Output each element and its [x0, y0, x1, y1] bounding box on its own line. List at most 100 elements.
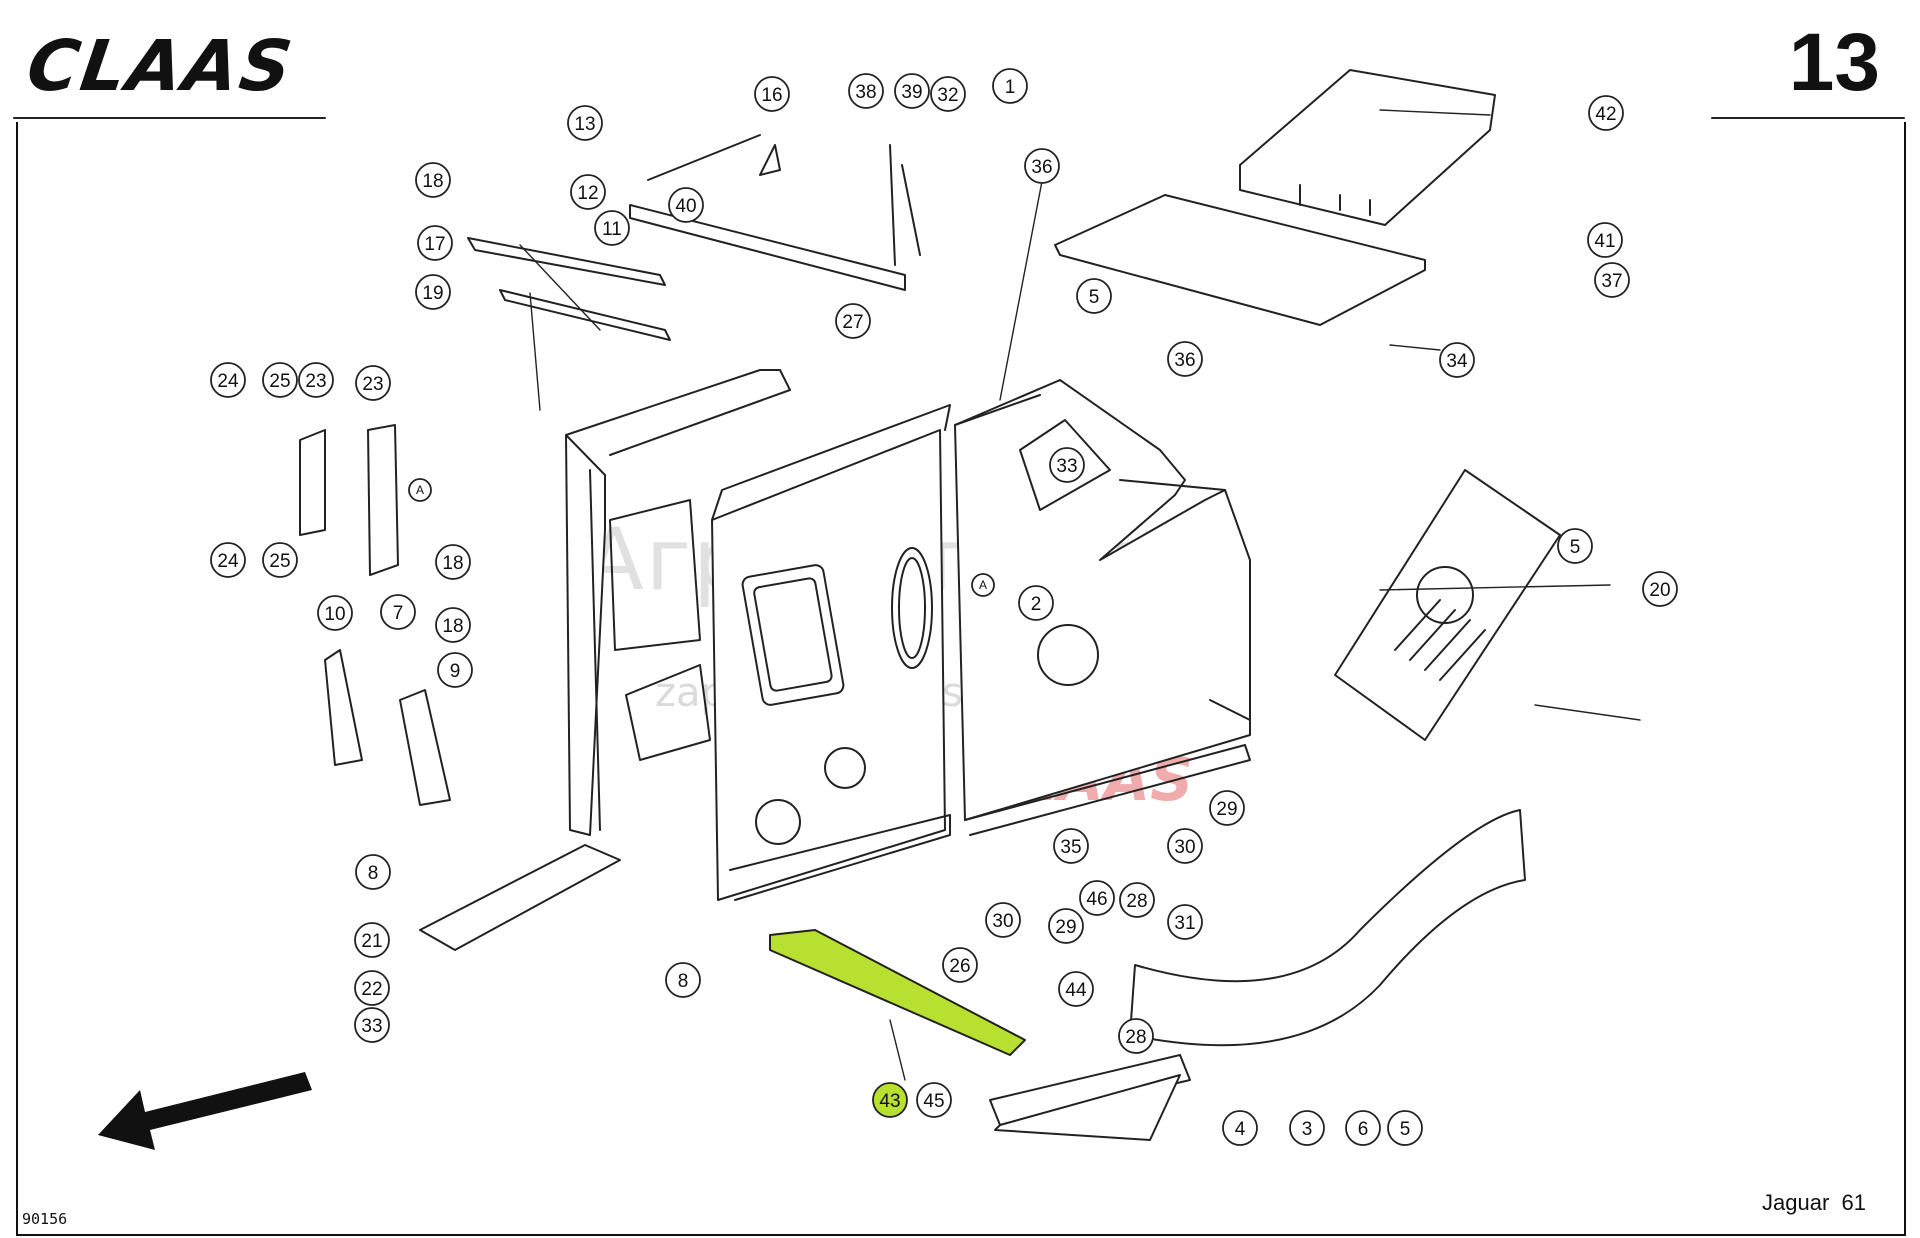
callout-label: 6	[1358, 1119, 1369, 1140]
callout-circle	[262, 542, 298, 578]
callout-label: 20	[1649, 580, 1670, 601]
callout-circle	[567, 105, 603, 141]
callout-label: 10	[324, 604, 345, 625]
callout-8: 8	[355, 854, 391, 890]
callout-circle	[408, 478, 432, 502]
callout-label: 35	[1060, 837, 1081, 858]
callout-5: 5	[1557, 528, 1593, 564]
callout-circle	[1079, 880, 1115, 916]
callout-label: 18	[442, 616, 463, 637]
callout-circle	[835, 303, 871, 339]
callout-12: 12	[570, 174, 606, 210]
callout-circle	[668, 187, 704, 223]
callout-label: 26	[949, 956, 970, 977]
callout-label: 38	[855, 82, 876, 103]
callout-circle	[594, 210, 630, 246]
callout-20: 20	[1642, 571, 1678, 607]
callout-label: 40	[675, 196, 696, 217]
top-right-cover	[1054, 69, 1496, 326]
callout-label: 16	[761, 85, 782, 106]
callout-2: 2	[1018, 585, 1054, 621]
callout-circle	[971, 573, 995, 597]
callout-circle	[1118, 1018, 1154, 1054]
callout-5: 5	[1387, 1110, 1423, 1146]
callout-circle	[415, 274, 451, 310]
callout-label: 3	[1302, 1119, 1313, 1140]
callout-label: 36	[1031, 157, 1052, 178]
callout-30: 30	[985, 902, 1021, 938]
callout-28: 28	[1119, 882, 1155, 918]
callout-circle	[894, 73, 930, 109]
callout-label: 1	[1005, 77, 1016, 98]
callout-39: 39	[894, 73, 930, 109]
callout-circle	[437, 652, 473, 688]
callout-31: 31	[1167, 904, 1203, 940]
callout-label: 18	[422, 171, 443, 192]
callout-circle	[916, 1082, 952, 1118]
callout-label: 8	[678, 971, 689, 992]
callout-circle	[1018, 585, 1054, 621]
callout-40: 40	[668, 187, 704, 223]
callout-4: 4	[1222, 1110, 1258, 1146]
callout-circle	[355, 854, 391, 890]
callout-label: 37	[1601, 271, 1622, 292]
callout-29: 29	[1209, 790, 1245, 826]
callout-label: 9	[450, 661, 461, 682]
callout-25: 25	[262, 362, 298, 398]
drawing-code: 90156	[22, 1210, 68, 1228]
callout-18: 18	[415, 162, 451, 198]
callout-circle	[1076, 278, 1112, 314]
callout-circle	[754, 76, 790, 112]
right-side-cover	[1334, 469, 1561, 741]
callout-circle	[1439, 342, 1475, 378]
callout-43: 43	[872, 1082, 908, 1118]
callout-label: A	[416, 483, 424, 497]
callout-label: 25	[269, 551, 290, 572]
callout-label: 12	[577, 183, 598, 204]
callout-10: 10	[317, 595, 353, 631]
callout-circle	[298, 362, 334, 398]
callout-label: 4	[1235, 1119, 1246, 1140]
housing-left-panel	[565, 369, 791, 836]
callout-36: 36	[1024, 148, 1060, 184]
callout-A: A	[408, 478, 432, 502]
callout-circle	[1345, 1110, 1381, 1146]
callout-3: 3	[1289, 1110, 1325, 1146]
callout-19: 19	[415, 274, 451, 310]
callout-circle	[1209, 790, 1245, 826]
highlighted-part-43	[769, 929, 1026, 1056]
callout-label: 13	[574, 114, 595, 135]
callout-label: 28	[1126, 891, 1147, 912]
callout-circle	[942, 947, 978, 983]
callout-circle	[435, 607, 471, 643]
callout-label: 24	[217, 551, 239, 572]
callout-label: 5	[1400, 1119, 1411, 1140]
callout-label: 21	[361, 931, 382, 952]
callout-circle	[354, 1007, 390, 1043]
callout-label: 36	[1174, 350, 1195, 371]
callout-33: 33	[354, 1007, 390, 1043]
page-frame	[16, 122, 1906, 1236]
callout-33: 33	[1049, 447, 1085, 483]
callout-36: 36	[1167, 341, 1203, 377]
callout-22: 22	[354, 970, 390, 1006]
callout-circle	[1053, 828, 1089, 864]
callout-circle	[1289, 1110, 1325, 1146]
housing-right-panel	[954, 379, 1251, 836]
callout-label: 43	[879, 1091, 900, 1112]
callout-circle	[1167, 904, 1203, 940]
callout-circle	[1119, 882, 1155, 918]
callout-label: 39	[901, 82, 922, 103]
top-brackets	[467, 134, 921, 341]
callout-circle	[354, 970, 390, 1006]
callout-label: 5	[1089, 287, 1100, 308]
callout-label: 46	[1086, 889, 1107, 910]
callout-6: 6	[1345, 1110, 1381, 1146]
callout-27: 27	[835, 303, 871, 339]
callout-circle	[992, 68, 1028, 104]
callout-label: 31	[1174, 913, 1195, 934]
callout-circle	[848, 73, 884, 109]
callout-44: 44	[1058, 971, 1094, 1007]
model-page: 61	[1841, 1190, 1866, 1215]
callout-18: 18	[435, 607, 471, 643]
